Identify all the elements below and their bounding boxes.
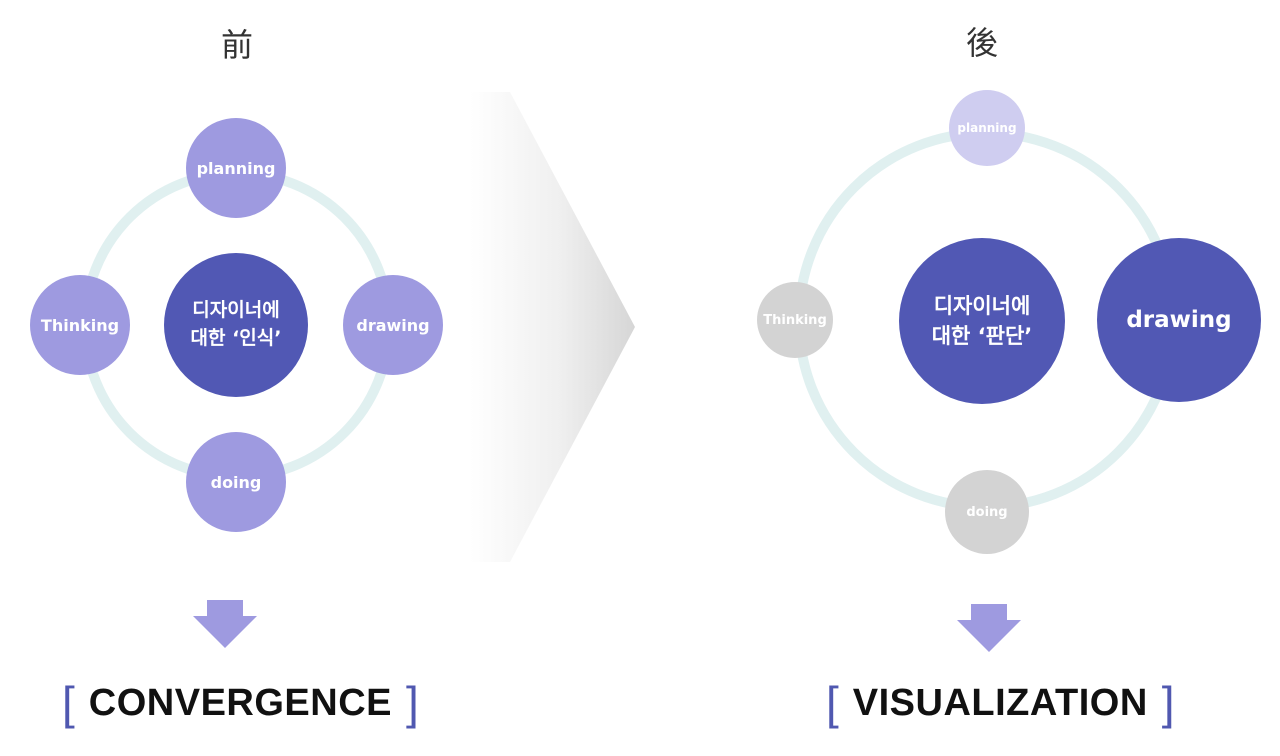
after-node-drawing: drawing — [1097, 238, 1261, 402]
before-node-doing: doing — [186, 432, 286, 532]
before-result-open-bracket: [ — [62, 677, 75, 729]
before-result-close-bracket: ] — [406, 677, 419, 729]
chevron-right-icon — [470, 92, 635, 562]
after-result: [ VISUALIZATION ] — [826, 676, 1175, 730]
before-result: [ CONVERGENCE ] — [62, 676, 419, 730]
after-result-open-bracket: [ — [826, 677, 839, 729]
after-down-arrow-icon — [957, 604, 1021, 652]
before-title: 前 — [220, 26, 253, 64]
after-node-thinking: Thinking — [757, 282, 833, 358]
after-title: 後 — [965, 24, 998, 62]
before-node-planning: planning — [186, 118, 286, 218]
before-center-node: 디자이너에 대한 ‘인식’ — [164, 253, 308, 397]
after-node-doing: doing — [945, 470, 1029, 554]
before-node-drawing: drawing — [343, 275, 443, 375]
before-node-thinking: Thinking — [30, 275, 130, 375]
after-node-planning: planning — [949, 90, 1025, 166]
before-result-text: CONVERGENCE — [88, 681, 392, 724]
after-result-close-bracket: ] — [1161, 677, 1175, 729]
after-result-text: VISUALIZATION — [852, 681, 1148, 724]
before-down-arrow-icon — [193, 600, 257, 648]
after-center-node: 디자이너에 대한 ‘판단’ — [899, 238, 1065, 404]
